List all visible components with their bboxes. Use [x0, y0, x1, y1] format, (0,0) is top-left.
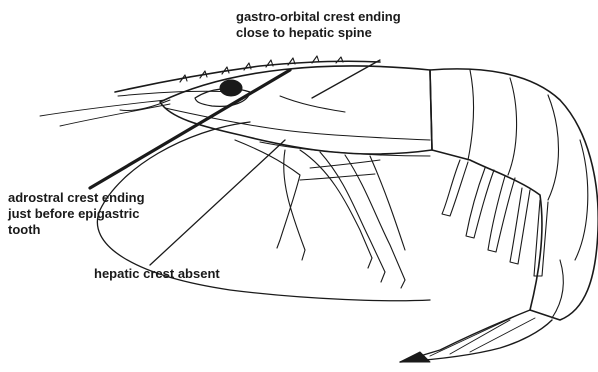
- branchiostegal-line: [165, 108, 430, 140]
- abdomen-outline: [430, 69, 598, 320]
- leg-5: [284, 150, 305, 250]
- pleopod-4: [510, 188, 530, 264]
- pleopod-3: [488, 176, 515, 252]
- abdomen-segment-line-5: [552, 260, 563, 318]
- eye-icon: [220, 80, 242, 96]
- pointer-hepatic: [150, 140, 285, 265]
- abdomen-segment-line-3: [548, 95, 559, 200]
- abdomen-segment-line-4: [575, 140, 588, 260]
- tail-fan-dark: [400, 352, 430, 362]
- leg-tips: [277, 240, 405, 288]
- antenna-2: [60, 104, 170, 126]
- abdomen-segment-line-1: [468, 70, 474, 160]
- tail-fan-rays: [430, 314, 535, 356]
- adrostral-line-3: tooth: [8, 222, 145, 238]
- hepatic-crest-label: hepatic crest absent: [94, 266, 220, 282]
- gastro-orbital-line-2: close to hepatic spine: [236, 25, 401, 41]
- carapace-outline: [160, 66, 432, 154]
- leg-base: [260, 142, 430, 156]
- gastro-orbital-crest-label: gastro-orbital crest ending close to hep…: [236, 9, 401, 41]
- gastro-orbital-line-1: gastro-orbital crest ending: [236, 9, 401, 25]
- rostrum-teeth: [180, 56, 343, 82]
- leg-joints: [300, 160, 380, 180]
- pleopod-2: [466, 168, 494, 238]
- pointer-adrostral: [90, 70, 290, 188]
- leg-4: [370, 156, 405, 250]
- leg-1: [300, 150, 372, 258]
- hepatic-line-1: hepatic crest absent: [94, 266, 220, 282]
- adrostral-crest-label: adrostral crest ending just before epiga…: [8, 190, 145, 238]
- adrostral-line-2: just before epigastric: [8, 206, 145, 222]
- maxilliped: [235, 140, 300, 240]
- pleopod-1: [442, 160, 468, 216]
- adrostral-line-1: adrostral crest ending: [8, 190, 145, 206]
- abdomen-segment-line-2: [508, 78, 517, 175]
